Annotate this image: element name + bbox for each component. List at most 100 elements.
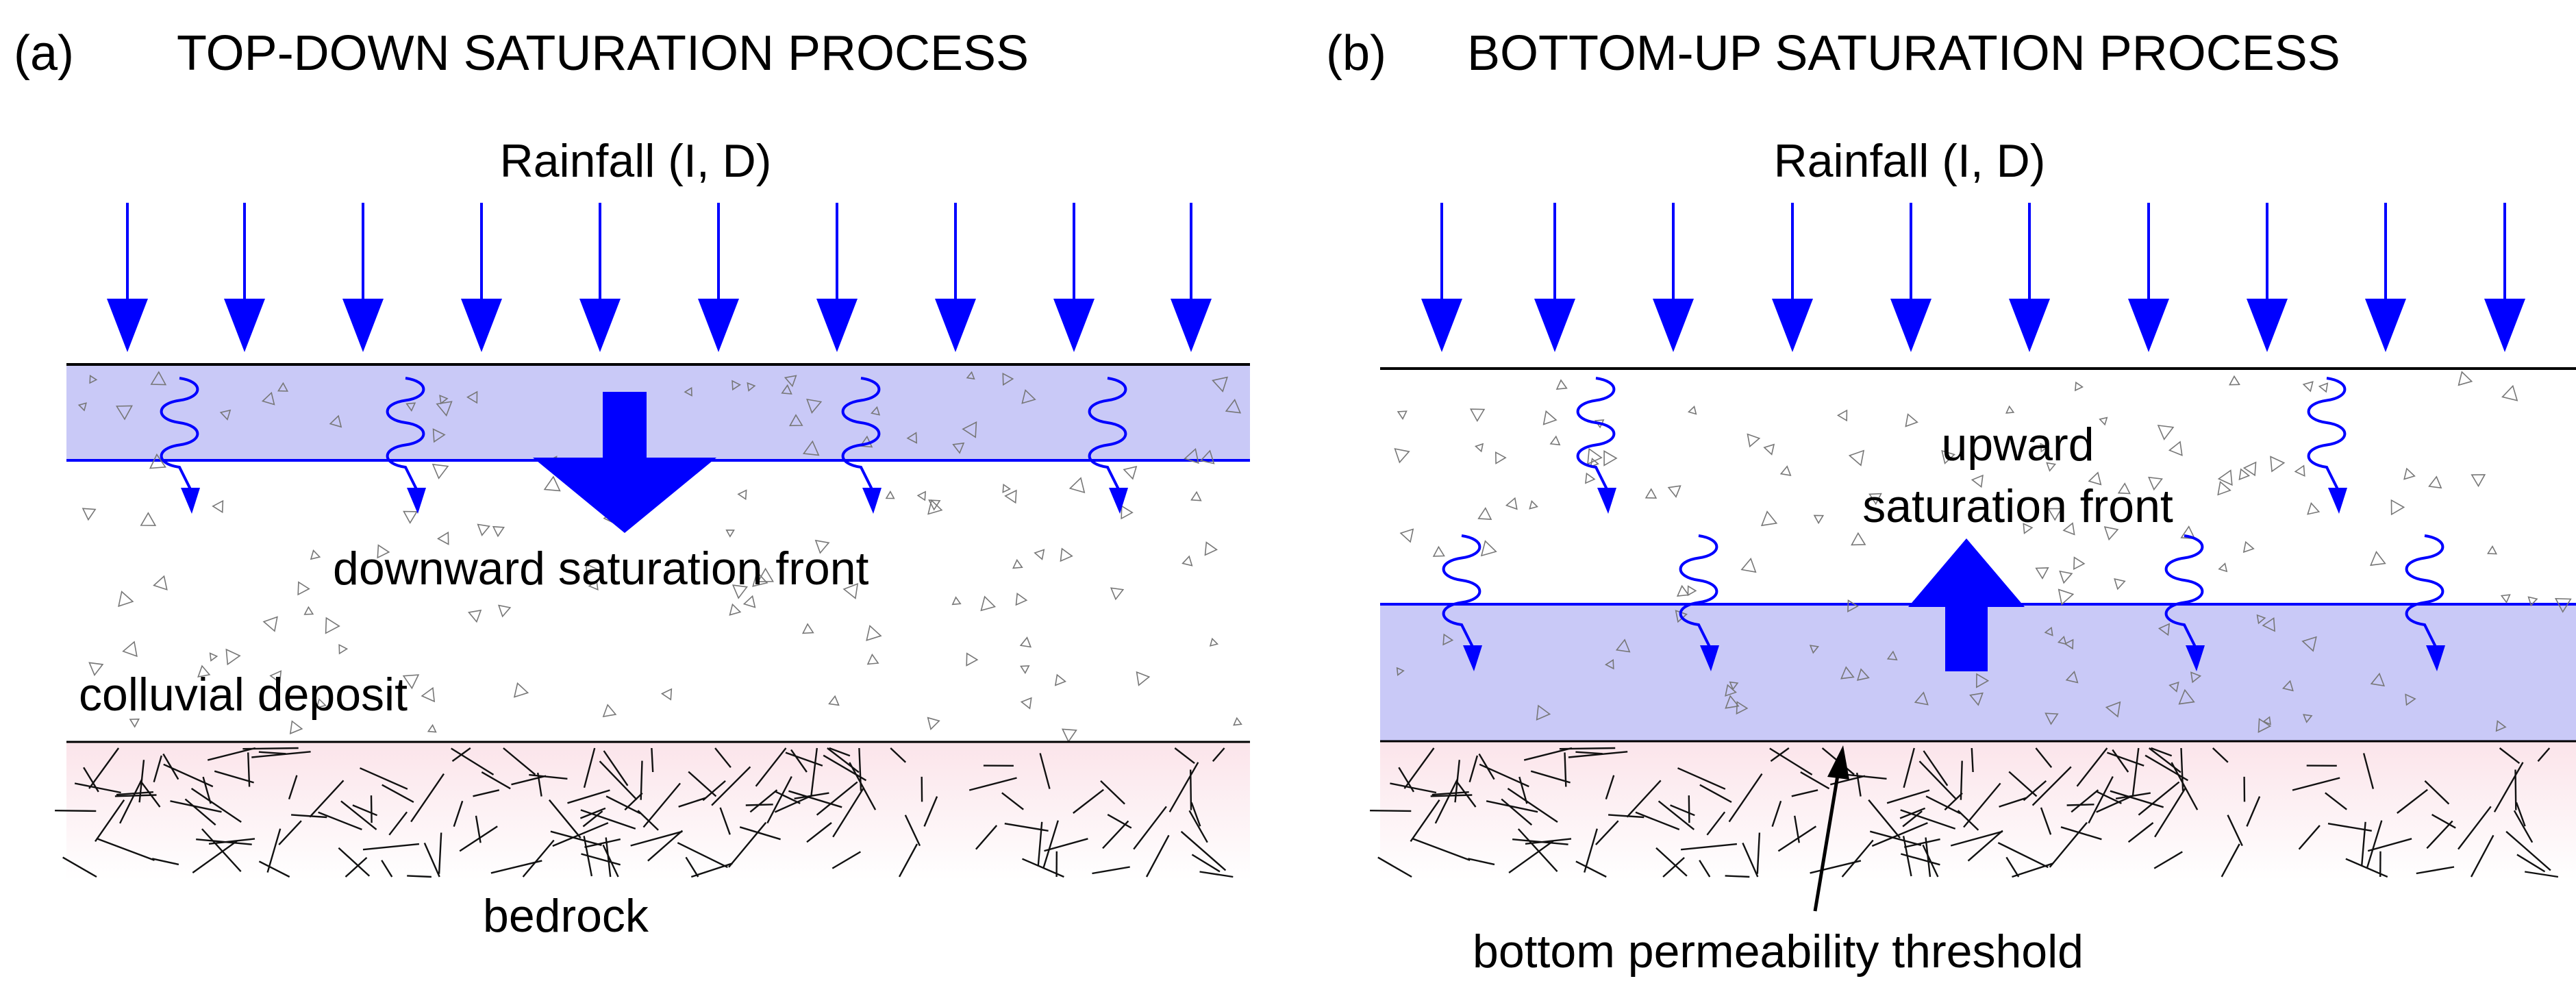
rock-fracture-icon — [2525, 871, 2559, 878]
rock-fracture-icon — [88, 747, 120, 789]
rock-fracture-icon — [1508, 840, 1554, 873]
panel-b-tag: (b) — [1326, 26, 1386, 81]
rain-arrow-icon — [1534, 299, 1575, 352]
rock-fracture-icon — [1455, 780, 1477, 808]
soil-grain-icon — [1813, 514, 1825, 525]
soil-grain-icon — [310, 549, 321, 560]
soil-grain-icon — [338, 643, 349, 655]
soil-grain-icon — [1020, 665, 1030, 674]
rock-fracture-icon — [207, 747, 256, 761]
soil-grain-icon — [660, 688, 673, 701]
rock-fracture-icon — [2096, 794, 2135, 813]
panel-a-soil-grains — [77, 371, 1242, 743]
rain-arrow-icon — [1772, 299, 1813, 352]
soil-grain-icon — [2059, 570, 2073, 584]
soil-grain-icon — [153, 575, 168, 591]
soil-grain-icon — [1432, 545, 1445, 557]
soil-grain-icon — [2065, 671, 2079, 684]
rock-fracture-icon — [823, 754, 867, 782]
soil-grain-icon — [1012, 558, 1023, 569]
rock-fracture-icon — [581, 853, 621, 866]
rock-fracture-icon — [1468, 858, 1495, 866]
rock-fracture-icon — [1454, 760, 1460, 803]
rock-fracture-icon — [438, 832, 442, 874]
soil-grain-icon — [1542, 410, 1558, 425]
soil-grain-icon — [962, 421, 977, 438]
rock-fracture-icon — [2049, 821, 2088, 868]
rock-fracture-icon — [831, 851, 862, 869]
rock-fracture-icon — [1848, 773, 1887, 780]
rock-fracture-icon — [362, 843, 420, 851]
soil-grain-icon — [1505, 497, 1518, 510]
soil-grain-icon — [209, 652, 218, 662]
soil-grain-icon — [2046, 462, 2057, 472]
soil-grain-icon — [731, 380, 741, 391]
rock-fracture-icon — [1188, 810, 1208, 843]
soil-grain-icon — [1848, 449, 1865, 467]
rock-fracture-icon — [74, 782, 121, 794]
rock-fracture-icon — [1199, 871, 1234, 878]
rain-arrow-icon — [935, 299, 976, 352]
soil-grain-icon — [543, 475, 561, 492]
soil-grain-icon — [1914, 691, 1929, 706]
rock-fracture-icon — [2470, 834, 2494, 878]
soil-grain-icon — [1605, 658, 1614, 670]
rock-fracture-icon — [728, 821, 767, 868]
soil-grain-icon — [2058, 588, 2075, 606]
soil-grain-icon — [1054, 673, 1066, 686]
soil-grain-icon — [927, 717, 940, 730]
soil-grain-icon — [149, 453, 166, 469]
rock-fracture-icon — [119, 778, 143, 824]
rock-fracture-icon — [630, 830, 683, 847]
rock-fracture-icon — [2071, 789, 2099, 813]
rock-fracture-icon — [55, 810, 97, 812]
rain-arrow-icon — [224, 299, 265, 352]
soil-grain-icon — [2103, 526, 2119, 541]
rock-fracture-icon — [2096, 791, 2122, 804]
rock-fracture-icon — [2088, 775, 2114, 824]
rock-fracture-icon — [318, 811, 362, 831]
rock-fracture-icon — [1769, 747, 1813, 775]
soil-grain-icon — [2428, 475, 2442, 489]
soil-grain-icon — [197, 664, 211, 678]
rock-fracture-icon — [1595, 820, 1619, 845]
soil-grain-icon — [2527, 596, 2538, 607]
soil-grain-icon — [2044, 626, 2053, 636]
rock-fracture-icon — [360, 767, 408, 790]
rock-fracture-icon — [1904, 838, 1940, 848]
soil-grain-icon — [966, 652, 979, 667]
soil-grain-icon — [588, 579, 599, 591]
rock-fracture-icon — [1168, 762, 1199, 812]
rock-fracture-icon — [829, 747, 851, 757]
soil-grain-icon — [2229, 375, 2240, 386]
rock-fracture-icon — [2424, 780, 2450, 805]
rock-fracture-icon — [2212, 747, 2229, 763]
soil-grain-icon — [2168, 440, 2183, 456]
soil-grain-icon — [1184, 447, 1199, 464]
soil-grain-icon — [1585, 472, 1596, 484]
panel-b-rain-arrows — [1421, 203, 2525, 352]
soil-grain-icon — [1779, 465, 1792, 476]
rock-fracture-icon — [490, 860, 542, 874]
soil-grain-icon — [1905, 413, 1918, 427]
rock-fracture-icon — [1800, 771, 1830, 790]
wavy-percolation-arrow — [2405, 534, 2444, 647]
rock-fracture-icon — [2298, 825, 2321, 850]
rain-arrow-icon — [1053, 299, 1095, 352]
rock-fracture-icon — [208, 838, 255, 845]
rock-fracture-icon — [1608, 814, 1645, 819]
soil-grain-icon — [82, 508, 97, 521]
soil-grain-icon — [1760, 510, 1778, 527]
rock-fracture-icon — [1902, 810, 1923, 828]
rock-fracture-icon — [749, 789, 778, 813]
rock-fracture-icon — [923, 796, 938, 827]
soil-grain-icon — [1763, 443, 1775, 456]
soil-grain-icon — [2258, 718, 2272, 733]
soil-grain-icon — [466, 390, 478, 404]
rock-fracture-icon — [1191, 854, 1221, 873]
rock-fracture-icon — [2327, 823, 2372, 832]
rock-fracture-icon — [637, 810, 659, 831]
soil-grain-icon — [585, 562, 599, 577]
wavy-arrow-head-icon — [2426, 645, 2445, 671]
rock-fracture-icon — [95, 799, 125, 842]
